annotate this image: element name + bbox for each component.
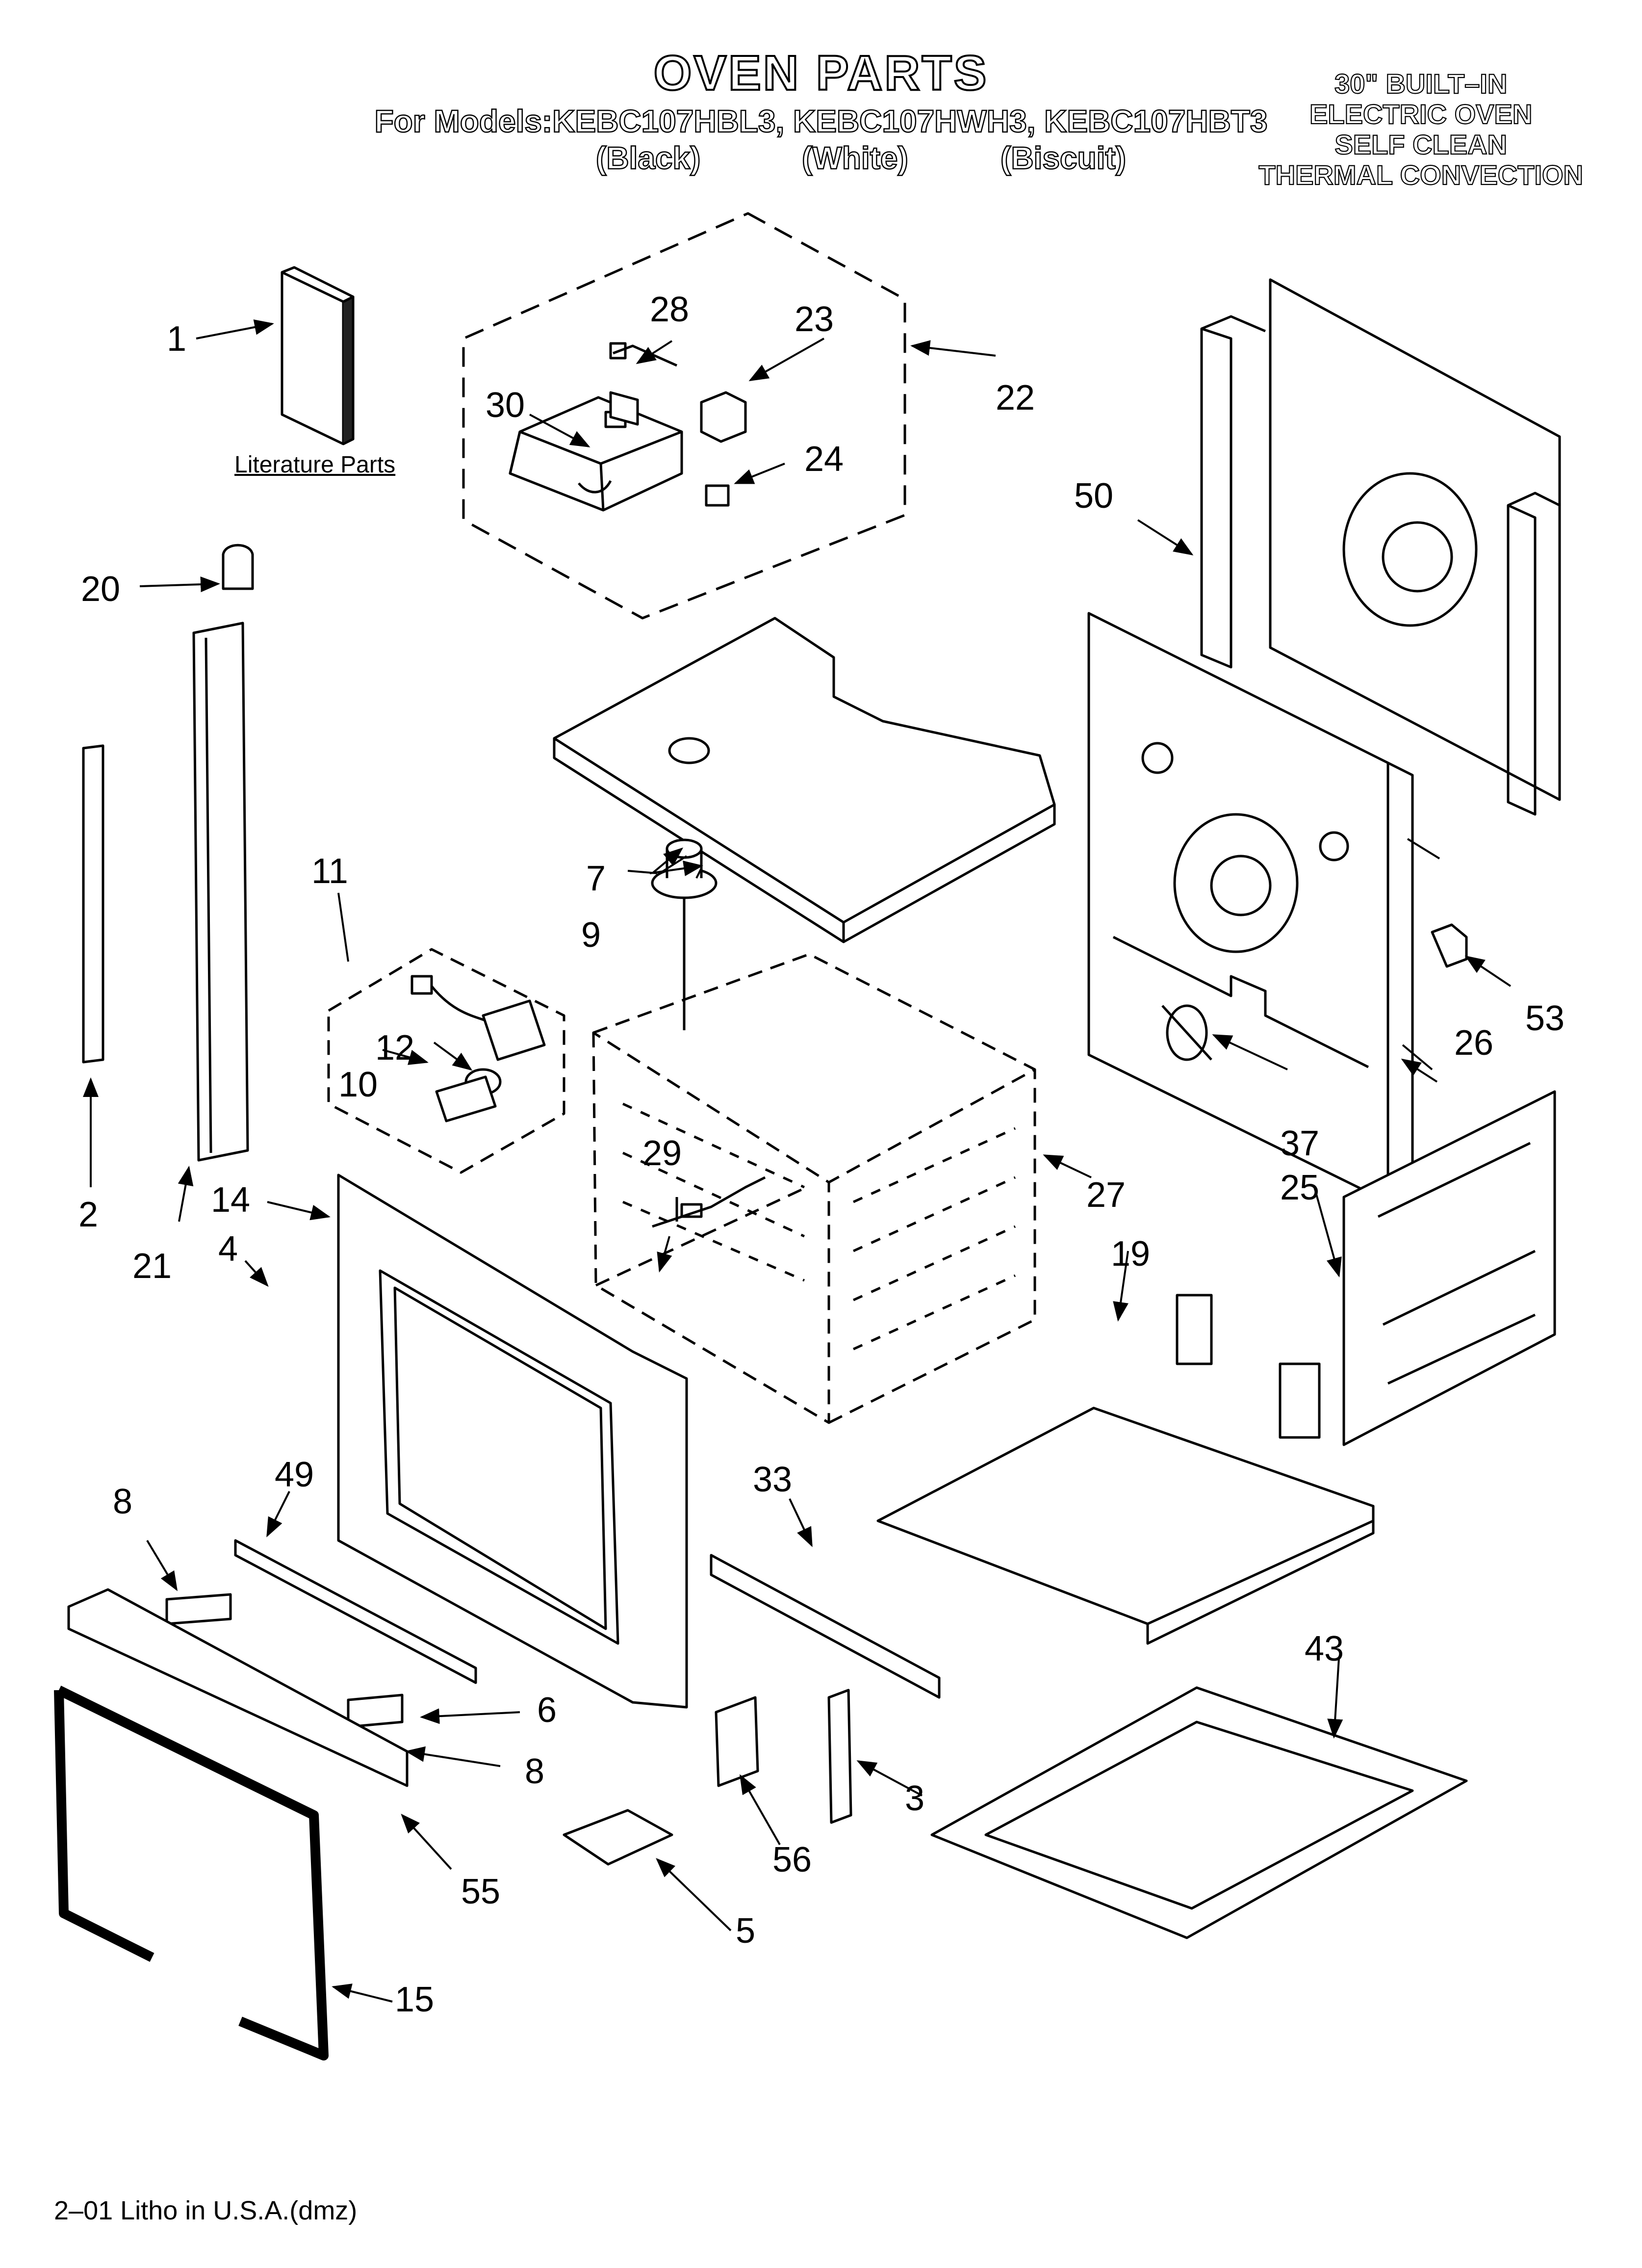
light-socket-group: [327, 948, 565, 1174]
callout-5: 5: [736, 1911, 755, 1951]
clip: [1432, 923, 1452, 934]
callout-25: 25: [1280, 1168, 1319, 1207]
leader-arrows: [83, 319, 1512, 2003]
variant-white: (White): [801, 140, 909, 177]
callout-23: 23: [795, 300, 834, 339]
oven-type-line: ELECTRIC OVEN: [1309, 98, 1533, 130]
oven-type-line: 30" BUILT–IN: [1334, 68, 1508, 99]
literature-booklet: [281, 266, 355, 445]
oven-cavity: [592, 953, 1036, 1424]
callout-2: 2: [78, 1195, 98, 1234]
callout-15: 15: [395, 1980, 434, 2019]
callout-33: 33: [753, 1460, 792, 1499]
callout-12: 12: [375, 1028, 414, 1068]
bottom-cover: [876, 1294, 1375, 1645]
callout-10: 10: [338, 1065, 378, 1104]
callout-20: 20: [81, 570, 120, 609]
callout-24: 24: [804, 440, 844, 479]
control-bracket-group: [462, 212, 906, 620]
callout-7: 7: [586, 859, 606, 898]
lower-rails: [165, 1539, 941, 1728]
callout-labels: 1 2 3 4 5 6 7 8 8 9 10 11 12 14 15 19 20…: [78, 290, 1565, 2019]
callout-37: 37: [1280, 1124, 1319, 1163]
callout-50: 50: [1074, 476, 1113, 516]
variant-black: (Black): [595, 140, 701, 177]
oven-type-line: THERMAL CONVECTION: [1258, 159, 1584, 190]
hi-limit-thermostat: [1161, 1004, 1212, 1061]
inner-back-panel: [1087, 612, 1468, 1218]
callout-27: 27: [1086, 1175, 1126, 1215]
callout-43: 43: [1305, 1629, 1344, 1668]
callout-55: 55: [461, 1872, 500, 1911]
callout-8a: 8: [113, 1482, 132, 1521]
outer-back-panel: [1200, 278, 1561, 816]
front-frame: [337, 1173, 688, 1709]
side-trim-parts: [82, 544, 254, 1162]
oven-type-block: 30" BUILT–IN ELECTRIC OVEN SELF CLEAN TH…: [1258, 68, 1584, 190]
callout-8b: 8: [525, 1752, 544, 1791]
callout-29: 29: [642, 1134, 682, 1173]
callout-26: 26: [1454, 1023, 1493, 1063]
callout-14: 14: [211, 1180, 250, 1220]
models-line: For Models:KEBC107HBL3, KEBC107HWH3, KEB…: [374, 103, 1268, 140]
small-brackets: [563, 1689, 852, 1866]
literature-parts-label: Literature Parts: [234, 452, 396, 478]
side-panel: [1342, 1090, 1556, 1446]
top-heat-shield: [553, 617, 1056, 943]
oven-sensor: [652, 1176, 766, 1228]
footer-litho: 2–01 Litho in U.S.A.(dmz): [54, 2196, 358, 2225]
vent-trim-and-gasket: [54, 1588, 409, 2060]
callout-30: 30: [486, 386, 525, 425]
callout-21: 21: [132, 1247, 172, 1286]
callout-56: 56: [772, 1840, 812, 1879]
base-tray: [930, 1686, 1468, 1939]
page-title: OVEN PARTS: [653, 45, 989, 102]
callout-3: 3: [905, 1779, 924, 1818]
callout-53: 53: [1525, 999, 1565, 1038]
callout-1: 1: [167, 319, 186, 359]
callout-4: 4: [218, 1229, 238, 1269]
oven-type-line: SELF CLEAN: [1334, 129, 1508, 160]
variant-biscuit: (Biscuit): [1000, 140, 1127, 177]
callout-19: 19: [1111, 1234, 1150, 1274]
callout-6: 6: [537, 1691, 557, 1730]
callout-28: 28: [650, 290, 689, 329]
callout-22: 22: [996, 378, 1035, 417]
callout-11: 11: [311, 852, 348, 891]
callout-49: 49: [275, 1455, 314, 1494]
callout-9: 9: [581, 915, 601, 955]
